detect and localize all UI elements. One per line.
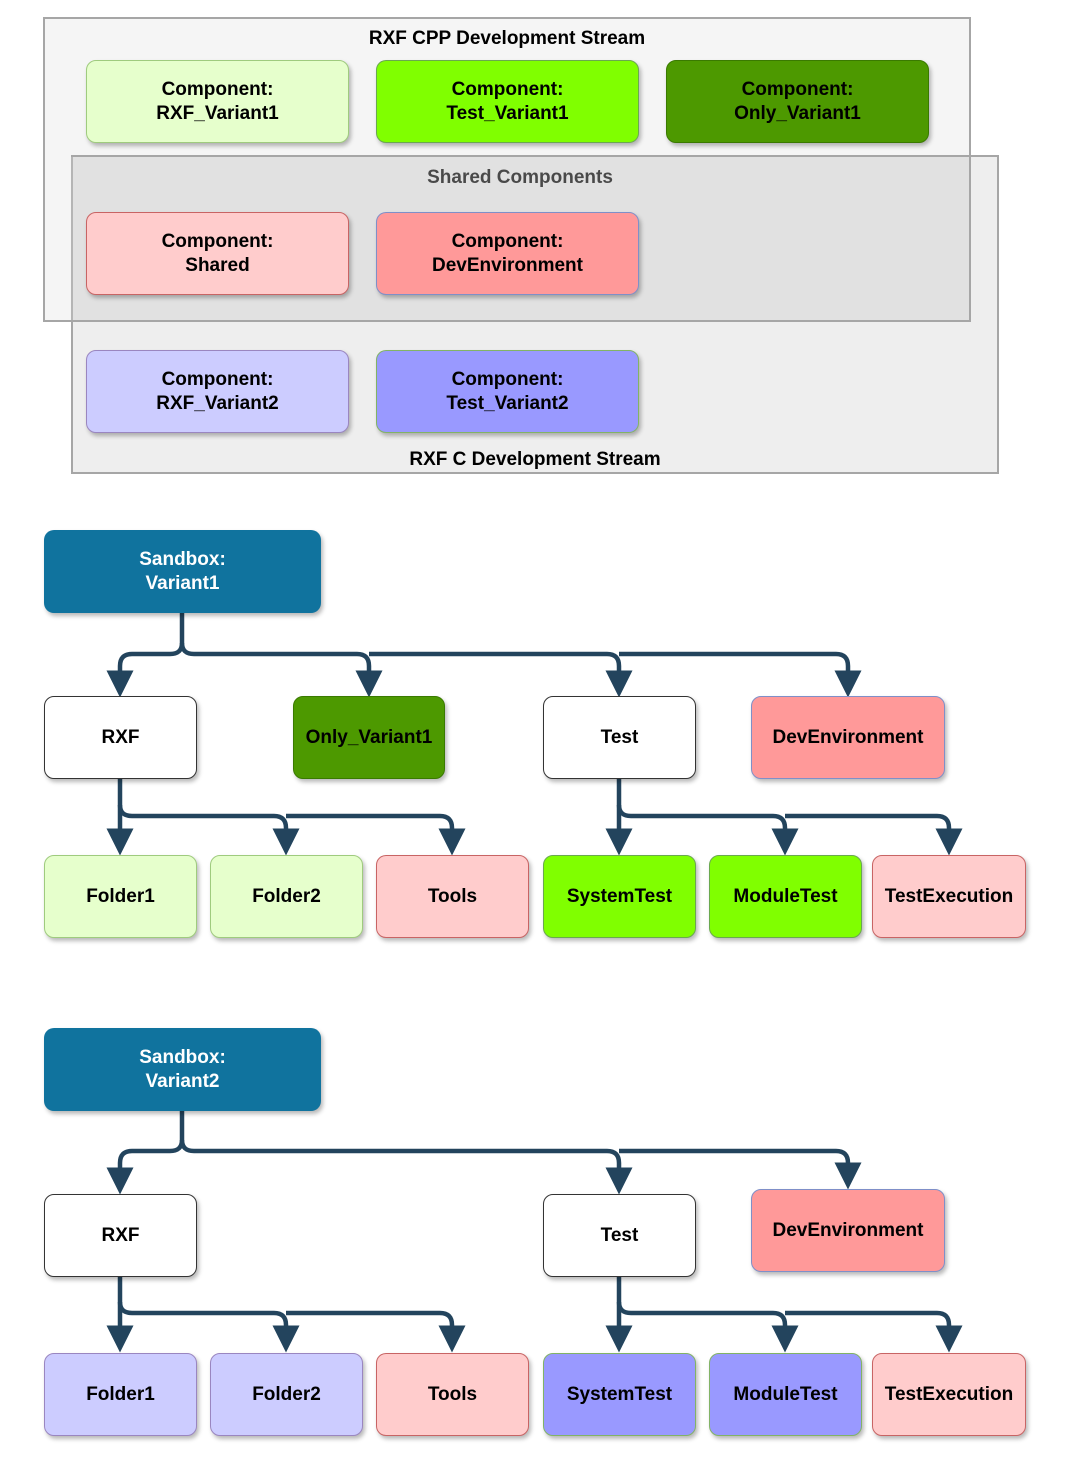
component-rxf-variant2[interactable]: Component: RXF_Variant2 xyxy=(86,350,349,433)
sb2-node-folder2[interactable]: Folder2 xyxy=(210,1353,363,1436)
sandbox-prefix: Sandbox: xyxy=(139,1046,226,1068)
node-label: RXF xyxy=(101,726,140,748)
node-label: ModuleTest xyxy=(733,1383,838,1405)
component-name: Test_Variant2 xyxy=(446,392,569,414)
sandbox-prefix: Sandbox: xyxy=(139,548,226,570)
node-label: Tools xyxy=(427,1383,478,1405)
component-name: DevEnvironment xyxy=(432,254,583,276)
node-label: Test xyxy=(600,726,639,748)
connector-sb1-folder2 xyxy=(117,804,300,856)
node-label: TestExecution xyxy=(884,885,1014,907)
node-label: Folder1 xyxy=(86,885,155,907)
connector-sb2-rxf xyxy=(106,1111,185,1195)
component-devenvironment[interactable]: Component: DevEnvironment xyxy=(376,212,639,295)
cpp-stream-title: RXF CPP Development Stream xyxy=(368,28,646,49)
shared-components-title: Shared Components xyxy=(427,167,613,188)
connector-sb2-folder2 xyxy=(117,1301,300,1353)
node-label: SystemTest xyxy=(566,1383,673,1405)
node-label: TestExecution xyxy=(884,1383,1014,1405)
sb2-node-rxf[interactable]: RXF xyxy=(44,1194,197,1277)
sb2-node-devenvironment[interactable]: DevEnvironment xyxy=(751,1189,945,1272)
component-shared[interactable]: Component: Shared xyxy=(86,212,349,295)
node-label: DevEnvironment xyxy=(772,1219,924,1241)
component-name: RXF_Variant1 xyxy=(156,102,279,124)
connector-sb1-testexecution xyxy=(785,813,963,856)
sb1-node-testexecution[interactable]: TestExecution xyxy=(872,855,1026,938)
connector-sb1-test xyxy=(369,651,633,698)
node-label: Folder2 xyxy=(252,885,321,907)
sb2-node-tools[interactable]: Tools xyxy=(376,1353,529,1436)
connector-sb2-testexecution xyxy=(785,1310,963,1353)
component-prefix: Component: xyxy=(451,230,564,252)
sb1-node-only-variant1[interactable]: Only_Variant1 xyxy=(293,696,445,779)
node-label: RXF xyxy=(101,1224,140,1246)
component-prefix: Component: xyxy=(741,78,854,100)
component-rxf-variant1[interactable]: Component: RXF_Variant1 xyxy=(86,60,349,143)
sb2-node-systemtest[interactable]: SystemTest xyxy=(543,1353,696,1436)
component-prefix: Component: xyxy=(161,368,274,390)
sb2-node-moduletest[interactable]: ModuleTest xyxy=(709,1353,862,1436)
component-test-variant1[interactable]: Component: Test_Variant1 xyxy=(376,60,639,143)
node-label: SystemTest xyxy=(566,885,673,907)
connector-sb1-only xyxy=(179,642,383,698)
connector-sb1-devenv xyxy=(619,651,862,698)
sb2-node-test[interactable]: Test xyxy=(543,1194,696,1277)
component-name: Shared xyxy=(185,254,250,276)
connector-sb1-tools xyxy=(286,813,466,856)
connector-sb1-moduletest xyxy=(616,804,799,856)
component-name: RXF_Variant2 xyxy=(156,392,279,414)
node-label: DevEnvironment xyxy=(772,726,924,748)
sb1-node-test[interactable]: Test xyxy=(543,696,696,779)
connector-sb2-devenv xyxy=(619,1148,862,1190)
component-prefix: Component: xyxy=(161,78,274,100)
sandbox-variant2[interactable]: Sandbox: Variant2 xyxy=(44,1028,321,1111)
node-label: Folder2 xyxy=(252,1383,321,1405)
sb1-node-moduletest[interactable]: ModuleTest xyxy=(709,855,862,938)
component-only-variant1[interactable]: Component: Only_Variant1 xyxy=(666,60,929,143)
node-label: Folder1 xyxy=(86,1383,155,1405)
sandbox-name: Variant1 xyxy=(145,572,220,594)
component-name: Test_Variant1 xyxy=(446,102,569,124)
sandbox-variant1[interactable]: Sandbox: Variant1 xyxy=(44,530,321,613)
component-test-variant2[interactable]: Component: Test_Variant2 xyxy=(376,350,639,433)
component-name: Only_Variant1 xyxy=(734,102,861,124)
node-label: ModuleTest xyxy=(733,885,838,907)
component-prefix: Component: xyxy=(451,368,564,390)
node-label: Only_Variant1 xyxy=(305,726,433,748)
connector-sb2-tools xyxy=(286,1310,466,1353)
node-label: Test xyxy=(600,1224,639,1246)
sb1-node-tools[interactable]: Tools xyxy=(376,855,529,938)
sandbox-name: Variant2 xyxy=(145,1070,220,1092)
component-prefix: Component: xyxy=(451,78,564,100)
connector-sb2-test xyxy=(179,1139,633,1195)
sb1-node-folder2[interactable]: Folder2 xyxy=(210,855,363,938)
component-prefix: Component: xyxy=(161,230,274,252)
sb1-node-folder1[interactable]: Folder1 xyxy=(44,855,197,938)
sb1-node-systemtest[interactable]: SystemTest xyxy=(543,855,696,938)
connector-sb2-moduletest xyxy=(616,1301,799,1353)
sb2-node-folder1[interactable]: Folder1 xyxy=(44,1353,197,1436)
connector-sb1-rxf xyxy=(106,613,185,698)
sb2-node-testexecution[interactable]: TestExecution xyxy=(872,1353,1026,1436)
sb1-node-rxf[interactable]: RXF xyxy=(44,696,197,779)
node-label: Tools xyxy=(427,885,478,907)
sb1-node-devenvironment[interactable]: DevEnvironment xyxy=(751,696,945,779)
c-stream-title: RXF C Development Stream xyxy=(409,449,661,470)
